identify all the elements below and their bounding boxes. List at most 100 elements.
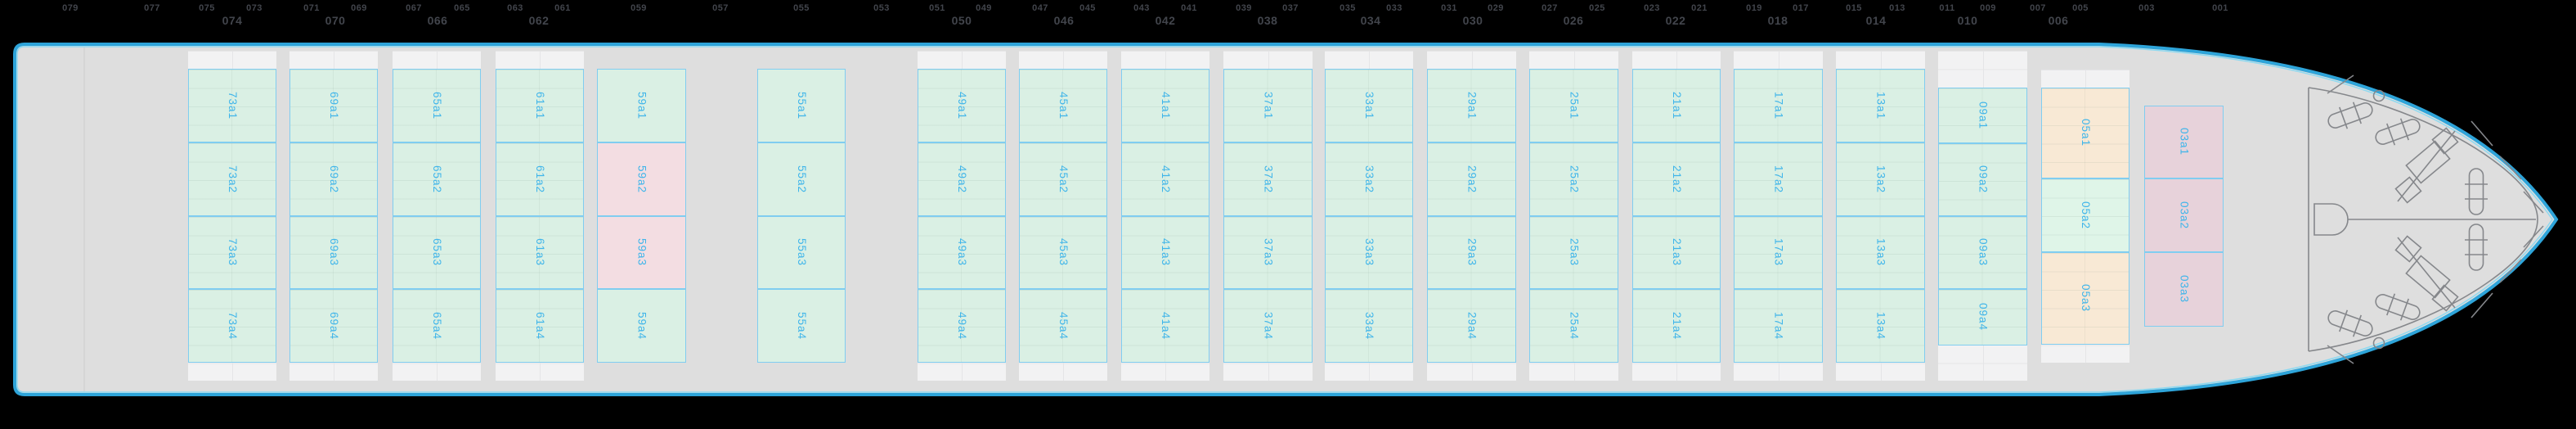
bay-cell-label: 59a4 xyxy=(635,311,648,341)
bay-cell-05a3[interactable]: 05a3 xyxy=(2041,252,2129,345)
bay-cell-25a4[interactable]: 25a4 xyxy=(1529,289,1618,363)
bay-cell-65a3[interactable]: 65a3 xyxy=(393,216,481,289)
bay-cell-21a4[interactable]: 21a4 xyxy=(1632,289,1721,363)
bay-cell-45a4[interactable]: 45a4 xyxy=(1019,289,1107,363)
bay-cell-41a3[interactable]: 41a3 xyxy=(1121,216,1209,289)
bay-cell-73a2[interactable]: 73a2 xyxy=(188,142,276,216)
bay-cell-09a4[interactable]: 09a4 xyxy=(1938,289,2027,345)
bay-cell-55a3[interactable]: 55a3 xyxy=(757,216,846,289)
bay-cell-09a2[interactable]: 09a2 xyxy=(1938,143,2027,216)
bay-cell-37a1[interactable]: 37a1 xyxy=(1223,69,1313,142)
bay-cell-label: 41a3 xyxy=(1159,238,1172,267)
bay-cell-41a1[interactable]: 41a1 xyxy=(1121,69,1209,142)
bay-label-20ft: 061 xyxy=(554,3,571,13)
bay-cell-25a2[interactable]: 25a2 xyxy=(1529,142,1618,216)
bay-cell-73a3[interactable]: 73a3 xyxy=(188,216,276,289)
bay-cell-03a2[interactable]: 03a2 xyxy=(2144,178,2224,252)
bay-label-20ft: 029 xyxy=(1488,3,1504,13)
bay-label-20ft: 019 xyxy=(1746,3,1762,13)
bay-cell-69a3[interactable]: 69a3 xyxy=(289,216,378,289)
bay-cell-33a3[interactable]: 33a3 xyxy=(1325,216,1413,289)
bay-cell-17a2[interactable]: 17a2 xyxy=(1734,142,1823,216)
bay-label-20ft: 041 xyxy=(1181,3,1197,13)
bay-cell-55a2[interactable]: 55a2 xyxy=(757,142,846,216)
bay-cell-49a2[interactable]: 49a2 xyxy=(918,142,1006,216)
bay-label-20ft: 033 xyxy=(1386,3,1402,13)
bay-cell-37a4[interactable]: 37a4 xyxy=(1223,289,1313,363)
bay-cell-49a4[interactable]: 49a4 xyxy=(918,289,1006,363)
bay-cell-69a2[interactable]: 69a2 xyxy=(289,142,378,216)
bay-cell-05a1[interactable]: 05a1 xyxy=(2041,88,2129,178)
bay-label-40ft: 034 xyxy=(1360,14,1381,27)
bay-cell-label: 05a3 xyxy=(2079,284,2092,313)
bay-cell-label: 29a2 xyxy=(1465,165,1479,194)
bay-cell-61a1[interactable]: 61a1 xyxy=(496,69,584,142)
bay-label-20ft: 063 xyxy=(507,3,523,13)
bay-cell-09a3[interactable]: 09a3 xyxy=(1938,216,2027,289)
bay-cell-05a2[interactable]: 05a2 xyxy=(2041,178,2129,252)
bay-cell-61a3[interactable]: 61a3 xyxy=(496,216,584,289)
bay-cell-label: 25a4 xyxy=(1568,311,1581,341)
bay-cell-13a4[interactable]: 13a4 xyxy=(1836,289,1925,363)
bay-cell-label: 33a1 xyxy=(1362,91,1376,120)
bay-label-20ft: 023 xyxy=(1644,3,1660,13)
bay-cell-09a1[interactable]: 09a1 xyxy=(1938,88,2027,143)
bay-cell-65a2[interactable]: 65a2 xyxy=(393,142,481,216)
bay-label-20ft: 039 xyxy=(1236,3,1252,13)
bay-cell-45a1[interactable]: 45a1 xyxy=(1019,69,1107,142)
bay-cell-41a4[interactable]: 41a4 xyxy=(1121,289,1209,363)
bay-cell-33a1[interactable]: 33a1 xyxy=(1325,69,1413,142)
bay-cell-17a4[interactable]: 17a4 xyxy=(1734,289,1823,363)
bay-cell-03a1[interactable]: 03a1 xyxy=(2144,106,2224,178)
bay-cell-13a2[interactable]: 13a2 xyxy=(1836,142,1925,216)
bay-cell-59a4[interactable]: 59a4 xyxy=(597,289,686,363)
bay-cell-label: 17a3 xyxy=(1772,238,1785,267)
fairlead-circle-top xyxy=(2372,89,2385,102)
bay-cell-37a2[interactable]: 37a2 xyxy=(1223,142,1313,216)
bay-cell-73a4[interactable]: 73a4 xyxy=(188,289,276,363)
bay-cell-label: 25a2 xyxy=(1568,165,1581,194)
bay-cell-13a1[interactable]: 13a1 xyxy=(1836,69,1925,142)
bay-cell-21a3[interactable]: 21a3 xyxy=(1632,216,1721,289)
bay-cell-29a1[interactable]: 29a1 xyxy=(1427,69,1516,142)
bay-cell-37a3[interactable]: 37a3 xyxy=(1223,216,1313,289)
bay-cell-69a1[interactable]: 69a1 xyxy=(289,69,378,142)
bay-cell-label: 25a1 xyxy=(1568,91,1581,120)
bay-cell-55a1[interactable]: 55a1 xyxy=(757,69,846,142)
bay-cell-17a3[interactable]: 17a3 xyxy=(1734,216,1823,289)
bay-cell-61a2[interactable]: 61a2 xyxy=(496,142,584,216)
bay-label-40ft: 038 xyxy=(1257,14,1278,27)
bay-cell-61a4[interactable]: 61a4 xyxy=(496,289,584,363)
bay-cell-25a1[interactable]: 25a1 xyxy=(1529,69,1618,142)
bay-cell-label: 55a4 xyxy=(795,311,808,341)
bay-cell-33a2[interactable]: 33a2 xyxy=(1325,142,1413,216)
bay-cell-65a1[interactable]: 65a1 xyxy=(393,69,481,142)
bay-cell-65a4[interactable]: 65a4 xyxy=(393,289,481,363)
bay-cell-29a4[interactable]: 29a4 xyxy=(1427,289,1516,363)
bay-cell-13a3[interactable]: 13a3 xyxy=(1836,216,1925,289)
bay-cell-17a1[interactable]: 17a1 xyxy=(1734,69,1823,142)
bay-cell-55a4[interactable]: 55a4 xyxy=(757,289,846,363)
bay-label-20ft: 025 xyxy=(1589,3,1605,13)
bay-cell-49a1[interactable]: 49a1 xyxy=(918,69,1006,142)
bay-label-20ft: 057 xyxy=(712,3,729,13)
bay-cell-59a2[interactable]: 59a2 xyxy=(597,142,686,216)
bay-cell-45a3[interactable]: 45a3 xyxy=(1019,216,1107,289)
bay-cell-49a3[interactable]: 49a3 xyxy=(918,216,1006,289)
bay-cell-59a3[interactable]: 59a3 xyxy=(597,216,686,289)
bay-cell-21a2[interactable]: 21a2 xyxy=(1632,142,1721,216)
bay-label-20ft: 043 xyxy=(1133,3,1150,13)
bay-cell-03a3[interactable]: 03a3 xyxy=(2144,252,2224,327)
bay-cell-25a3[interactable]: 25a3 xyxy=(1529,216,1618,289)
bay-cell-label: 09a4 xyxy=(1977,303,1990,332)
bay-cell-73a1[interactable]: 73a1 xyxy=(188,69,276,142)
bay-cell-21a1[interactable]: 21a1 xyxy=(1632,69,1721,142)
bay-cell-29a2[interactable]: 29a2 xyxy=(1427,142,1516,216)
bay-cell-33a4[interactable]: 33a4 xyxy=(1325,289,1413,363)
bay-cell-41a2[interactable]: 41a2 xyxy=(1121,142,1209,216)
bay-cell-45a2[interactable]: 45a2 xyxy=(1019,142,1107,216)
bay-label-40ft: 042 xyxy=(1155,14,1176,27)
bay-cell-59a1[interactable]: 59a1 xyxy=(597,69,686,142)
bay-cell-69a4[interactable]: 69a4 xyxy=(289,289,378,363)
bay-cell-29a3[interactable]: 29a3 xyxy=(1427,216,1516,289)
